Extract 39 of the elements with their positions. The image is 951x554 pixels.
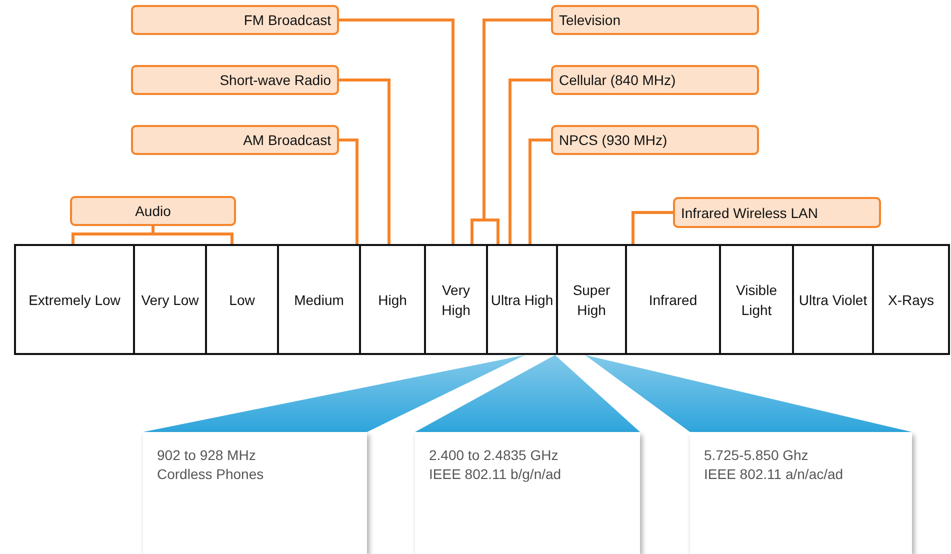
info-text: 2.400 to 2.4835 GHz: [429, 446, 560, 465]
wedge-connector: [585, 355, 912, 432]
label-box: Short-wave Radio: [131, 65, 339, 95]
label-box: Television: [551, 5, 759, 35]
label-box: AM Broadcast: [131, 125, 339, 155]
connector-line: [152, 226, 234, 244]
frequency-band-cell: X-Rays: [872, 244, 950, 355]
connector-line: [339, 138, 358, 244]
info-card: [415, 432, 640, 554]
wedge-connector: [415, 355, 640, 432]
connector-line: [508, 78, 551, 244]
info-text: 5.725-5.850 Ghz: [704, 446, 810, 465]
frequency-band-cell: Medium: [277, 244, 361, 355]
frequency-band-cell: Ultra Violet: [792, 244, 874, 355]
label-box: Audio: [70, 196, 236, 226]
frequency-band-cell: Super High: [556, 244, 627, 355]
label-box: Cellular (840 MHz): [551, 65, 759, 95]
frequency-band-cell: Very High: [424, 244, 488, 355]
frequency-band-cell: High: [359, 244, 426, 355]
wedge-connector: [143, 355, 525, 432]
frequency-band-cell: Very Low: [133, 244, 207, 355]
info-text: 902 to 928 MHz: [157, 446, 257, 465]
info-text: IEEE 802.11 b/g/n/ad: [429, 465, 562, 484]
connector-line: [528, 138, 551, 244]
label-box: NPCS (930 MHz): [551, 125, 759, 155]
frequency-band-cell: Low: [205, 244, 279, 355]
frequency-band-cell: Infrared: [625, 244, 721, 355]
frequency-band-cell: Extremely Low: [14, 244, 135, 355]
frequency-band-cell: Ultra High: [486, 244, 558, 355]
connector-line: [632, 211, 673, 244]
info-card: [143, 432, 367, 554]
info-text: Cordless Phones: [157, 465, 265, 484]
info-card: [690, 432, 912, 554]
label-box: FM Broadcast: [131, 5, 339, 35]
label-box: Infrared Wireless LAN: [673, 197, 881, 228]
frequency-band-cell: Visible Light: [719, 244, 794, 355]
connector-line: [339, 18, 454, 244]
connector-line: [339, 78, 390, 244]
info-text: IEEE 802.11 a/n/ac/ad: [704, 465, 844, 484]
